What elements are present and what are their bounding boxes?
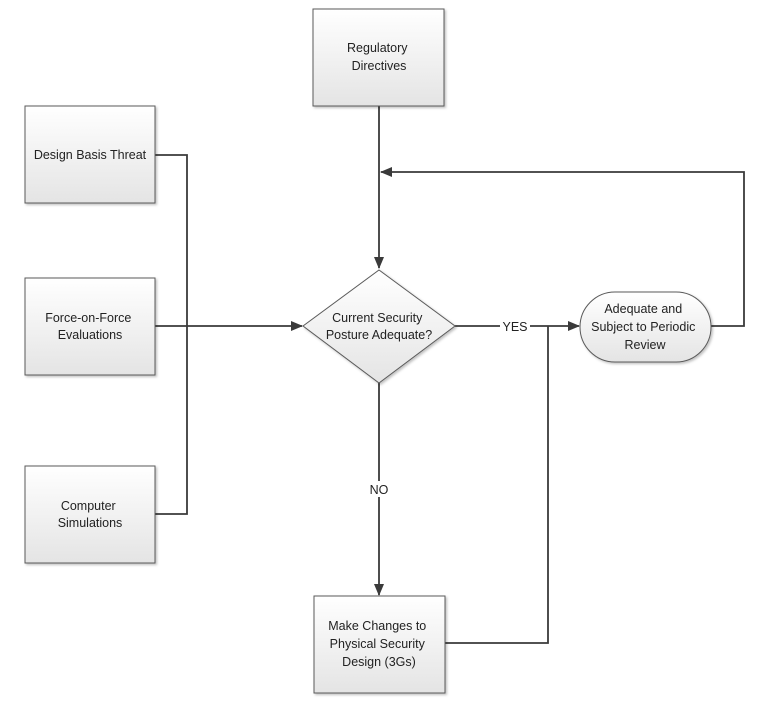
node-sim-line-2: Simulations: [58, 516, 123, 530]
node-adequate-line-1: Adequate and: [604, 302, 682, 316]
node-changes-label: Make Changes to Physical Security Design…: [328, 619, 429, 669]
node-decision-line-1: Current Security: [332, 311, 423, 325]
node-decision-line-2: Posture Adequate?: [326, 328, 432, 342]
node-decision: Current Security Posture Adequate?: [302, 269, 456, 384]
node-design-basis-threat: Design Basis Threat: [24, 105, 156, 204]
node-fof-line-2: Evaluations: [58, 328, 123, 342]
node-regulatory-line-2: Directives: [352, 59, 407, 73]
no-label-bg: [365, 481, 393, 497]
node-force-on-force: Force-on-Force Evaluations: [24, 277, 156, 376]
edge-label-yes: YES: [502, 320, 527, 334]
edge-sim-merge: [155, 326, 188, 515]
node-sim-line-1: Computer: [61, 499, 116, 513]
edge-label-no: NO: [370, 483, 389, 497]
node-make-changes: Make Changes to Physical Security Design…: [313, 595, 446, 694]
node-fof-line-1: Force-on-Force: [45, 311, 131, 325]
node-changes-line-2: Physical Security: [330, 637, 426, 651]
edge-dbt-merge: [155, 154, 188, 326]
node-changes-line-1: Make Changes to: [328, 619, 426, 633]
node-adequate: Adequate and Subject to Periodic Review: [579, 291, 712, 363]
node-adequate-label: Adequate and Subject to Periodic Review: [591, 302, 699, 352]
node-adequate-line-3: Review: [625, 338, 667, 352]
node-regulatory-line-1: Regulatory: [347, 41, 408, 55]
yes-label-bg: [500, 318, 530, 334]
edge-changes-to-yes-line: [445, 326, 549, 644]
node-regulatory-label: Regulatory Directives: [347, 41, 411, 73]
node-regulatory-directives: Regulatory Directives: [312, 8, 445, 107]
node-computer-simulations: Computer Simulations: [24, 465, 156, 564]
node-decision-label: Current Security Posture Adequate?: [326, 311, 432, 342]
node-dbt-line-1: Design Basis Threat: [34, 148, 147, 162]
connectors: [155, 106, 745, 644]
node-changes-line-3: Design (3Gs): [342, 655, 416, 669]
edge-adequate-loop-back: [380, 167, 745, 327]
node-fof-label: Force-on-Force Evaluations: [45, 311, 135, 342]
node-sim-label: Computer Simulations: [58, 499, 123, 530]
node-adequate-line-2: Subject to Periodic: [591, 320, 695, 334]
node-dbt-label: Design Basis Threat: [34, 148, 147, 162]
